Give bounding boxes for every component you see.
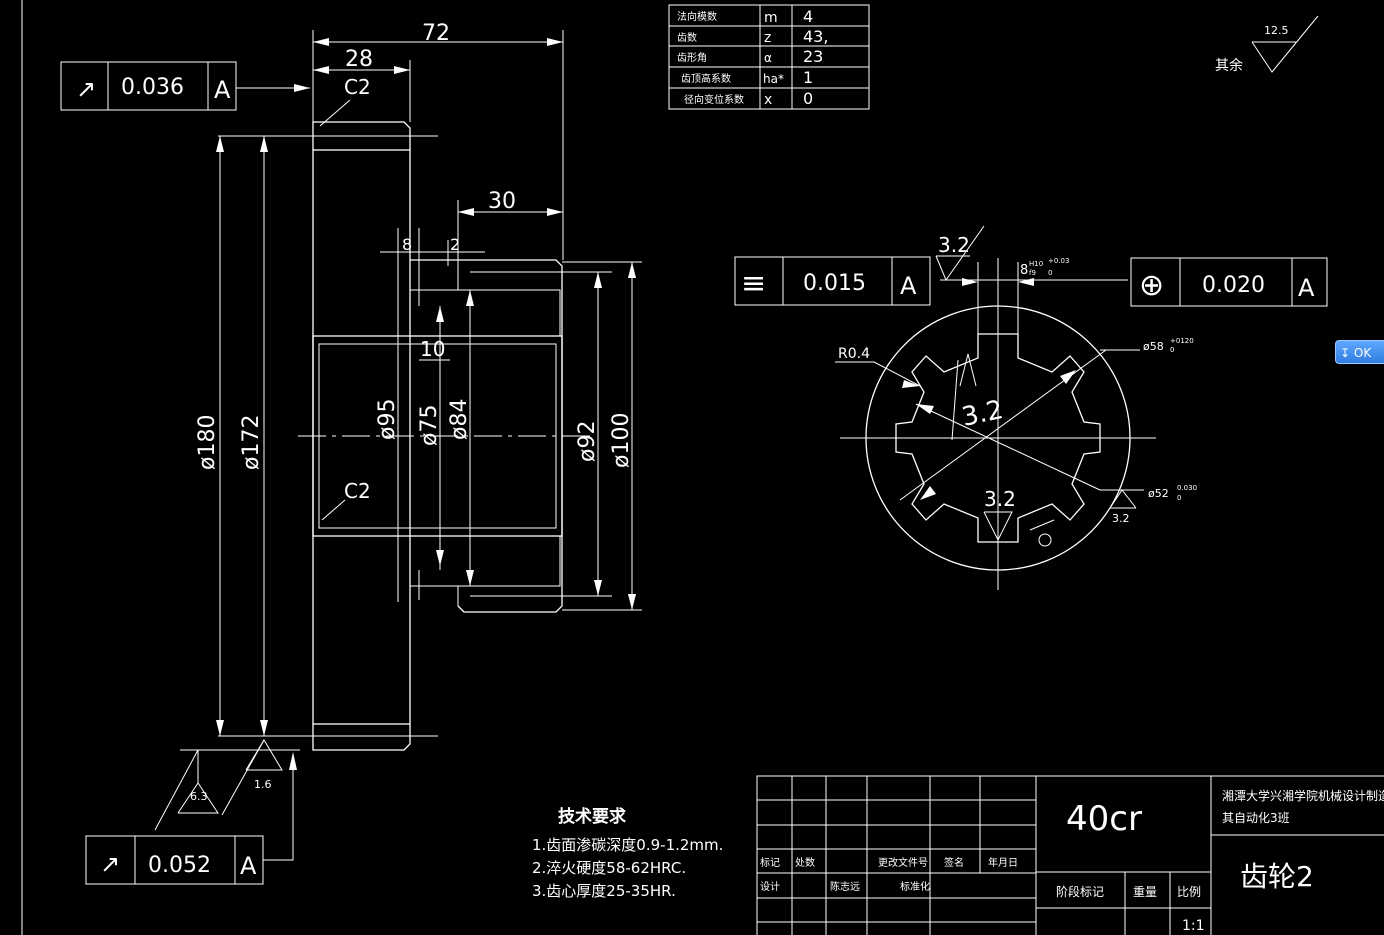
gtol-sym-datum: A [900, 272, 917, 300]
notification-badge[interactable]: ↧ OK [1335, 340, 1384, 364]
param-val: 1 [803, 68, 813, 87]
dim-2: 2 [450, 235, 460, 254]
dim-dia172: ø172 [239, 415, 264, 470]
runout-icon: ↗ [76, 75, 96, 103]
spline-d58: ø58 [1143, 340, 1164, 353]
tb-scale: 比例 [1177, 885, 1201, 899]
param-val: 23 [803, 47, 823, 66]
tb-date: 年月日 [988, 856, 1018, 869]
school: 湘潭大学兴湘学院机械设计制造及 [1222, 788, 1384, 803]
tb-design: 设计 [760, 880, 780, 893]
params-table: 法向模数 m 4 齿数 z 43, 齿形角 α 23 齿顶高系数 ha* 1 径… [677, 7, 828, 108]
roughness-32b: 3.2 [959, 395, 1006, 433]
gtol-top-value: 0.036 [121, 75, 184, 100]
dim-dia92: ø92 [575, 421, 600, 462]
param-name: 齿顶高系数 [681, 72, 731, 85]
arrow-down-icon: ↧ [1340, 346, 1351, 360]
dim-30: 30 [488, 189, 516, 214]
param-val: 4 [803, 7, 813, 26]
roughness-32a: 3.2 [938, 233, 970, 257]
chamfer-c2-mid: C2 [344, 479, 371, 503]
dim-dia180: ø180 [195, 415, 220, 470]
tech-req-item: 2.淬火硬度58-62HRC. [532, 859, 686, 877]
spline-width-fit: H10 [1029, 260, 1043, 268]
position-icon: ⊕ [1139, 268, 1164, 303]
tech-req-item: 1.齿面渗碳深度0.9-1.2mm. [532, 836, 723, 854]
gtol-runout-bottom [85, 752, 297, 885]
gtol-pos-value: 0.020 [1202, 273, 1265, 298]
spline-d52-zero: 0 [1177, 494, 1181, 502]
param-val: 43, [803, 27, 828, 46]
param-sym: α [764, 51, 772, 65]
roughness-32c: 3.2 [984, 487, 1016, 511]
spline-d58-tol: +0120 [1170, 337, 1194, 345]
param-name: 齿数 [677, 31, 697, 44]
dim-8: 8 [402, 235, 412, 254]
tb-doc: 更改文件号 [878, 856, 928, 869]
gtol-top-datum: A [214, 76, 231, 104]
school-class: 其自动化3班 [1222, 811, 1290, 825]
symmetry-icon: ≡ [741, 266, 766, 301]
tb-weight: 重量 [1133, 885, 1157, 899]
tb-std: 标准化 [900, 880, 930, 893]
spline-width-tol: +0.03 [1048, 257, 1069, 265]
chamfer-c2-top: C2 [344, 75, 371, 99]
params-table-grid [668, 4, 870, 110]
param-sym: m [764, 10, 778, 26]
section-view [216, 30, 642, 751]
roughness-others-value: 12.5 [1264, 24, 1289, 37]
material: 40cr [1066, 799, 1142, 839]
param-name: 径向变位系数 [684, 93, 744, 106]
part-name: 齿轮2 [1240, 860, 1314, 893]
dim-dia84: ø84 [447, 399, 472, 440]
tech-req-title: 技术要求 [558, 806, 626, 827]
dim-72: 72 [422, 21, 450, 46]
gtol-bottom-value: 0.052 [148, 853, 211, 878]
badge-label: OK [1353, 346, 1372, 360]
gtol-pos-datum: A [1298, 274, 1315, 302]
roughness-63: 6.3 [190, 790, 208, 803]
general-roughness-symbol [1251, 15, 1319, 73]
dim-dia95: ø95 [375, 399, 400, 440]
param-val: 0 [803, 89, 813, 108]
gtol-symmetry [734, 256, 931, 306]
spline-end-view [835, 225, 1156, 590]
tb-mark: 标记 [760, 857, 780, 869]
param-name: 法向模数 [677, 10, 717, 23]
spline-d58-zero: 0 [1170, 346, 1174, 354]
tb-count: 处数 [795, 856, 815, 869]
dim-dia100: ø100 [609, 413, 634, 468]
dim-28: 28 [345, 47, 373, 72]
dim-10: 10 [420, 337, 445, 361]
param-name: 齿形角 [677, 52, 707, 64]
spline-radius: R0.4 [838, 346, 870, 362]
roughness-32d: 3.2 [1112, 512, 1130, 525]
spline-width-fit2: f9 [1029, 269, 1036, 277]
spline-width: 8 [1020, 263, 1028, 278]
roughness-marks-bottom [154, 739, 300, 831]
param-sym: x [764, 92, 772, 108]
tb-sign: 签名 [944, 856, 964, 869]
tech-req-item: 3.齿心厚度25-35HR. [532, 882, 676, 900]
tb-scale-value: 1:1 [1182, 918, 1205, 934]
spline-width-zero: 0 [1048, 269, 1052, 277]
tb-designer: 陈志远 [830, 880, 860, 893]
gtol-sym-value: 0.015 [803, 271, 866, 296]
param-sym: z [764, 30, 771, 46]
gtol-bottom-datum: A [240, 852, 257, 880]
spline-d52-tol: 0.030 [1177, 484, 1197, 492]
dim-dia75: ø75 [417, 405, 442, 446]
roughness-others-label: 其余 [1215, 57, 1243, 74]
gtol-position [1130, 257, 1328, 307]
gtol-runout-top [60, 61, 310, 111]
tb-stage: 阶段标记 [1056, 884, 1104, 899]
title-block-grid [756, 775, 1384, 935]
spline-d52: ø52 [1148, 487, 1169, 500]
param-sym: ha* [763, 72, 784, 86]
runout-icon-bottom: ↗ [100, 850, 120, 878]
roughness-16: 1.6 [254, 778, 272, 791]
